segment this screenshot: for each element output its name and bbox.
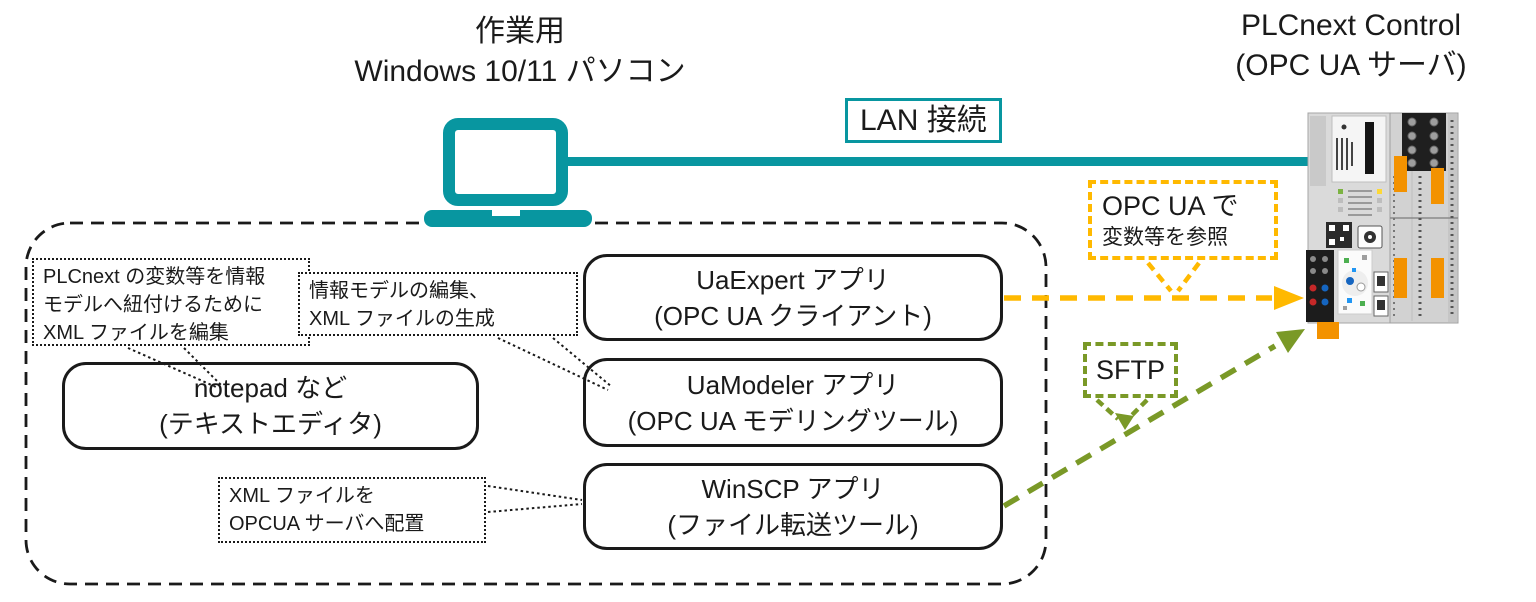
plc-device-illustration bbox=[1306, 112, 1459, 339]
callout-deploy-xml-line1: XML ファイルを bbox=[229, 485, 375, 507]
pc-title: 作業用 Windows 10/11 パソコン bbox=[280, 12, 760, 92]
callout-opcua-line1: OPC UA で bbox=[1102, 191, 1239, 221]
callout-model-edit-line1: 情報モデルの編集、 bbox=[309, 280, 489, 302]
lan-connection-label: LAN 接続 bbox=[845, 98, 1002, 143]
callout-edit-xml: PLCnext の変数等を情報 モデルへ紐付けるために XML ファイルを編集 bbox=[32, 258, 310, 346]
callout-deploy-xml: XML ファイルを OPCUA サーバへ配置 bbox=[218, 477, 486, 543]
callout-opcua-line2: 変数等を参照 bbox=[1102, 226, 1228, 249]
callout-deploy-xml-line2: OPCUA サーバへ配置 bbox=[229, 513, 425, 535]
app-box-uamodeler: UaModeler アプリ (OPC UA モデリングツール) bbox=[583, 358, 1003, 447]
opcua-arrow bbox=[1004, 261, 1304, 310]
uamodeler-line1: UaModeler アプリ bbox=[686, 369, 900, 400]
plc-title-line1: PLCnext Control bbox=[1240, 9, 1462, 42]
callout-model-edit: 情報モデルの編集、 XML ファイルの生成 bbox=[298, 272, 578, 336]
callout-sftp: SFTP bbox=[1083, 342, 1178, 398]
notepad-line1: notepad など bbox=[193, 373, 348, 403]
callout-edit-xml-line2: モデルへ紐付けるために bbox=[43, 294, 263, 316]
uaexpert-line2: (OPC UA クライアント) bbox=[654, 300, 932, 331]
lan-line bbox=[566, 157, 1311, 166]
winscp-line1: WinSCP アプリ bbox=[701, 473, 885, 504]
pc-title-line2: Windows 10/11 パソコン bbox=[354, 55, 686, 88]
uaexpert-line1: UaExpert アプリ bbox=[696, 264, 890, 295]
pc-title-line1: 作業用 bbox=[475, 15, 565, 48]
uamodeler-line2: (OPC UA モデリングツール) bbox=[627, 405, 959, 436]
callout-edit-xml-line1: PLCnext の変数等を情報 bbox=[43, 266, 266, 288]
callout-opcua-reference: OPC UA で 変数等を参照 bbox=[1088, 180, 1278, 260]
app-box-notepad: notepad など (テキストエディタ) bbox=[62, 362, 479, 450]
plc-title-line2: (OPC UA サーバ) bbox=[1235, 49, 1467, 82]
callout-edit-xml-line3: XML ファイルを編集 bbox=[43, 322, 229, 344]
plc-title: PLCnext Control (OPC UA サーバ) bbox=[1166, 6, 1536, 86]
app-box-uaexpert: UaExpert アプリ (OPC UA クライアント) bbox=[583, 254, 1003, 341]
callout-model-edit-line2: XML ファイルの生成 bbox=[309, 308, 495, 330]
notepad-line2: (テキストエディタ) bbox=[159, 409, 382, 439]
app-box-winscp: WinSCP アプリ (ファイル転送ツール) bbox=[583, 463, 1003, 550]
laptop-icon bbox=[424, 118, 592, 227]
winscp-line2: (ファイル転送ツール) bbox=[667, 509, 919, 540]
